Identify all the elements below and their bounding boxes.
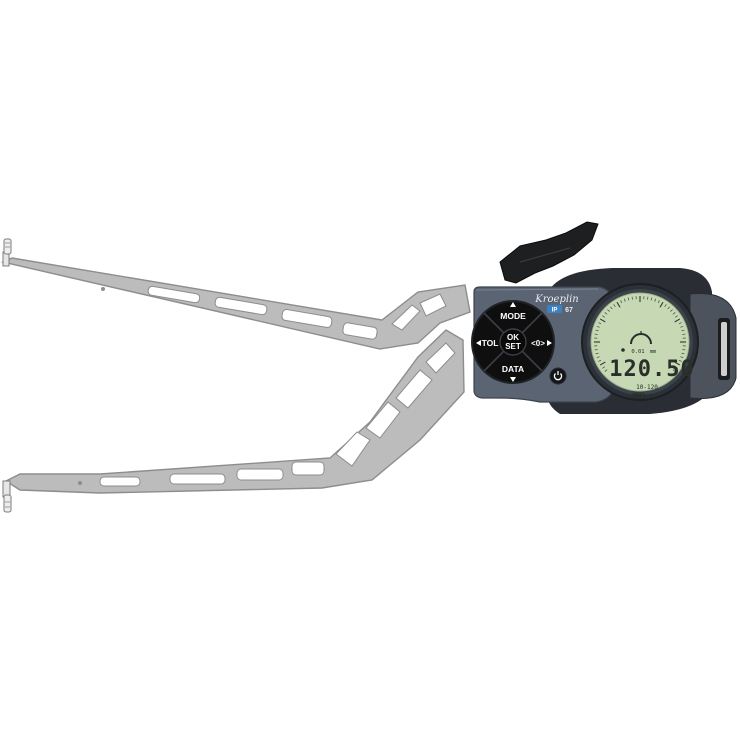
- range-label: 10-120: [636, 384, 658, 391]
- svg-text:MODE: MODE: [500, 311, 526, 321]
- scale-tick: [599, 318, 606, 323]
- scale-tick: [682, 333, 686, 335]
- scale-tick: [672, 369, 676, 372]
- scale-tick: [598, 359, 602, 362]
- scale-tick: [602, 315, 605, 318]
- scale-tick: [678, 322, 682, 325]
- scale-tick: [604, 369, 608, 372]
- scale-tick: [657, 300, 660, 304]
- sun-icon: [621, 348, 625, 352]
- scale-tick: [596, 325, 600, 328]
- lower-contact-tip: [2, 480, 12, 513]
- scale-tick: [595, 352, 599, 355]
- data-button[interactable]: DATA: [489, 342, 537, 382]
- tolerance-indicator-icon: [650, 394, 654, 398]
- scale-tick: [604, 312, 608, 315]
- scale-tick: [594, 349, 598, 351]
- ok-set-button[interactable]: OK SET: [499, 328, 527, 356]
- measurement-reading: 120.50: [609, 357, 694, 382]
- upper-arm: [0, 238, 471, 350]
- scale-tick: [596, 356, 600, 359]
- brand-name: Kroeplin: [534, 294, 578, 305]
- scale-tick: [610, 306, 613, 310]
- svg-text:TOL: TOL: [482, 338, 499, 348]
- ip-rating-badge: IP 67: [547, 305, 573, 314]
- battery-icon: [632, 392, 646, 399]
- scale-tick: [681, 329, 685, 332]
- scale-tick: [667, 306, 670, 310]
- power-button[interactable]: [549, 367, 567, 385]
- scale-tick: [650, 297, 653, 301]
- scale-tick: [620, 300, 623, 304]
- scale-tick: [654, 298, 657, 302]
- scale-tick: [598, 322, 602, 325]
- resolution-label: 0.01: [631, 349, 644, 355]
- scale-tick: [631, 296, 633, 300]
- scale-tick: [670, 309, 673, 312]
- keypad: MODE DATA TOL <0> OK SET: [471, 300, 555, 384]
- display-bezel: [581, 283, 699, 401]
- scale-tick: [678, 359, 682, 362]
- power-icon: [553, 371, 563, 381]
- svg-text:OK: OK: [507, 333, 519, 342]
- svg-text:IP: IP: [552, 308, 558, 314]
- scale-tick: [607, 309, 610, 312]
- upper-contact-tip: [2, 238, 12, 267]
- scale-tick: [675, 315, 678, 318]
- analog-scale: [594, 296, 686, 372]
- scale-tick: [616, 301, 621, 308]
- lcd-screen: [590, 292, 690, 392]
- unit-label: mm: [650, 349, 657, 355]
- ip-rating-value: 67: [565, 307, 573, 314]
- svg-text:SET: SET: [505, 342, 521, 351]
- scale-tick: [680, 356, 684, 359]
- lower-arm: [2, 329, 465, 513]
- scale-tick: [680, 325, 684, 328]
- scale-tick: [674, 361, 681, 366]
- mode-button[interactable]: MODE: [489, 302, 537, 342]
- scale-tick: [594, 333, 598, 335]
- scale-tick: [602, 366, 605, 369]
- scale-tick: [664, 304, 667, 307]
- scale-tick: [672, 312, 676, 315]
- zero-button[interactable]: <0>: [531, 339, 552, 348]
- scale-tick: [595, 329, 599, 332]
- scale-tick: [647, 296, 649, 300]
- scale-tick: [599, 361, 606, 366]
- svg-text:<0>: <0>: [531, 339, 545, 348]
- scale-tick: [682, 349, 686, 351]
- scale-tick: [623, 298, 626, 302]
- lcd-status-row: 0.01 mm: [621, 348, 657, 355]
- svg-text:DATA: DATA: [502, 364, 524, 374]
- scale-tick: [675, 366, 678, 369]
- scale-tick: [681, 352, 685, 355]
- tol-button[interactable]: TOL: [476, 338, 498, 348]
- scale-tick: [659, 301, 664, 308]
- lift-lever[interactable]: [499, 221, 599, 284]
- tolerance-arc-icon: [630, 331, 652, 345]
- scale-tick: [613, 304, 616, 307]
- scale-tick: [674, 318, 681, 323]
- scale-tick: [627, 297, 630, 301]
